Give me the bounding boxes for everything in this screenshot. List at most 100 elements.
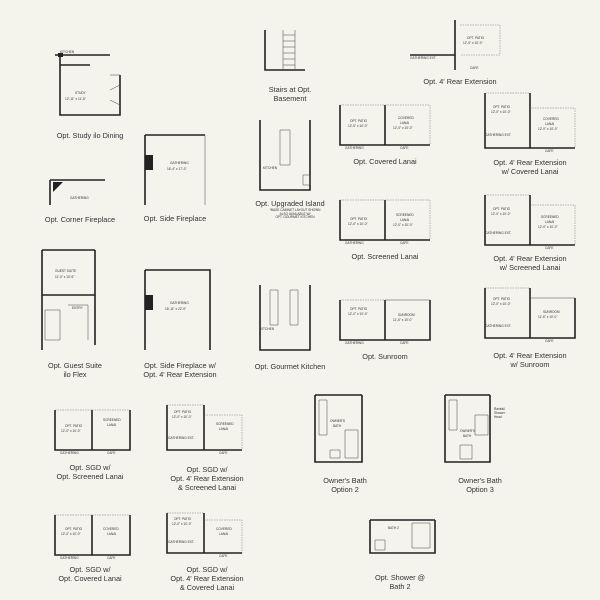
option-sgd-covered-lanai: OPT. PATIO 12'-0" x 10'-0" COVERED LANAI…	[35, 510, 145, 600]
cafe-label: CAFE	[219, 554, 228, 558]
option-shower-bath-2: BATH 2 Opt. Shower @Bath 2	[350, 515, 450, 600]
option-corner-fireplace: GATHERING Opt. Corner Fireplace	[45, 175, 115, 230]
patio-label: OPT. PATIO	[65, 424, 83, 428]
patio-dims: 12'-0" x 10'-0"	[172, 522, 192, 526]
caption: Opt. Gourmet Kitchen	[254, 362, 326, 371]
cafe-label: CAFE	[107, 556, 116, 560]
patio-dims: 12'-0" x 10'-0"	[348, 124, 368, 128]
lanai-type: SCREENED	[103, 418, 121, 422]
gathering-label: GATHERING EXT.	[168, 540, 195, 544]
option-rear-ext-sunroom: OPT. PATIO 12'-0" x 10'-0" SUNROOM 11'-6…	[475, 283, 585, 373]
caption: Opt. Sunroom	[362, 352, 408, 361]
caption: Opt. Side Fireplace	[143, 214, 207, 223]
patio-dims: 12'-0" x 10'-0"	[348, 222, 368, 226]
option-side-fireplace-rear-ext: GATHERING 16'-11" x 22'-0" Opt. Side Fir…	[130, 265, 230, 385]
option-sgd-rear-ext-covered-lanai: OPT. PATIO 12'-0" x 10'-0" COVERED LANAI…	[152, 508, 262, 598]
patio-label: OPT. PATIO	[493, 297, 511, 301]
patio-label: OPT. PATIO	[350, 307, 368, 311]
lanai-dims: 12'-0" x 10'-0"	[538, 225, 558, 229]
cafe-label: CAFE	[219, 451, 228, 455]
cafe-label: CAFE	[400, 341, 409, 345]
patio-label: OPT. PATIO	[174, 517, 192, 521]
patio-label: OPT. PATIO	[350, 119, 368, 123]
caption: Opt. Side Fireplace w/Opt. 4' Rear Exten…	[143, 361, 217, 379]
gathering-label: GATHERING EXT.	[168, 436, 195, 440]
gathering-label: GATHERING	[345, 241, 364, 245]
lanai-type: SCREENED	[396, 213, 414, 217]
option-gourmet-kitchen: KITCHEN Opt. Gourmet Kitchen	[250, 280, 330, 375]
patio-label: OPT. PATIO	[174, 410, 192, 414]
caption: Opt. Screened Lanai	[351, 252, 419, 261]
option-covered-lanai: OPT. PATIO 12'-0" x 10'-0" COVERED LANAI…	[330, 95, 440, 170]
lanai-label: LANAI	[219, 532, 229, 536]
option-rear-extension: OPT. PATIO 12'-0" x 10'-0" GATHERING EXT…	[405, 15, 515, 95]
study-label: STUDY	[75, 91, 86, 95]
lanai-type: COVERED	[543, 117, 559, 121]
guest-suite-dims: 11'-0" x 10'-6"	[55, 275, 75, 279]
caption: Stairs at Opt.Basement	[268, 85, 312, 103]
bath-label-1: OWNER'S	[330, 419, 345, 423]
rainfall-note-3: Head	[494, 415, 502, 419]
option-stairs-basement: Stairs at Opt.Basement	[255, 25, 325, 110]
kitchen-label: KITCHEN	[263, 166, 277, 170]
entry-label: ENTRY	[72, 306, 83, 310]
option-side-fireplace: GATHERING 16'-4" x 17'-0" Opt. Side Fire…	[135, 130, 215, 230]
rainfall-note-2: Shower	[494, 411, 505, 415]
option-owners-bath-3: OWNER'S BATH Rainfall Shower Head Owner'…	[430, 390, 530, 500]
lanai-type: SCREENED	[216, 422, 234, 426]
bath2-label: BATH 2	[388, 526, 399, 530]
gathering-label: GATHERING	[345, 146, 364, 150]
option-rear-ext-covered-lanai: OPT. PATIO 12'-0" x 10'-0" COVERED LANAI…	[475, 88, 585, 183]
lanai-label: LANAI	[545, 220, 555, 224]
lanai-type: COVERED	[216, 527, 232, 531]
patio-dims: 12'-0" x 10'-0"	[491, 302, 511, 306]
option-study-dining: KITCHEN STUDY 12'-11" x 11'-6" Opt. Stud…	[50, 45, 130, 140]
option-sunroom: OPT. PATIO 12'-0" x 10'-0" SUNROOM 11'-6…	[330, 290, 440, 365]
caption: Opt. Covered Lanai	[353, 157, 417, 166]
lanai-dims: 12'-0" x 10'-0"	[393, 223, 413, 227]
lanai-dims: 12'-0" x 10'-0"	[393, 126, 413, 130]
caption: Opt. Shower @Bath 2	[375, 573, 425, 591]
caption: Opt. SGD w/Opt. Covered Lanai	[58, 565, 122, 583]
patio-dims: 12'-0" x 10'-0"	[348, 312, 368, 316]
gathering-label: GATHERING EXT.	[485, 133, 512, 137]
guest-suite-label: GUEST SUITE	[55, 269, 77, 273]
option-sgd-rear-ext-screened-lanai: OPT. PATIO 12'-0" x 10'-0" SCREENED LANA…	[152, 395, 262, 500]
option-guest-suite-flex: GUEST SUITE 11'-0" x 10'-6" ENTRY Opt. G…	[30, 245, 120, 379]
gathering-label: GATHERING	[170, 161, 189, 165]
cafe-label: CAFE	[107, 451, 116, 455]
caption: Opt. Upgraded Island	[255, 199, 325, 208]
option-upgraded-island: KITCHEN Opt. Upgraded Island *BASE CABIN…	[235, 115, 345, 230]
gathering-dims: 16'-11" x 22'-0"	[165, 307, 187, 311]
caption: Opt. Corner Fireplace	[44, 215, 116, 224]
lanai-type: COVERED	[398, 116, 414, 120]
bath-label-1: OWNER'S	[460, 429, 475, 433]
bath-label-2: BATH	[333, 424, 342, 428]
kitchen-label: KITCHEN	[260, 327, 274, 331]
option-screened-lanai: OPT. PATIO 12'-0" x 10'-0" SCREENED LANA…	[330, 190, 440, 265]
gathering-dims: 16'-4" x 17'-0"	[167, 167, 187, 171]
cafe-label: CAFE	[400, 241, 409, 245]
lanai-label: LANAI	[219, 427, 229, 431]
caption: Opt. Study ilo Dining	[56, 131, 124, 140]
gathering-label: GATHERING EXT.	[410, 56, 437, 60]
patio-label: OPT. PATIO	[493, 207, 511, 211]
patio-dims: 12'-0" x 10'-0"	[61, 532, 81, 536]
patio-dims: 12'-0" x 10'-0"	[463, 41, 483, 45]
rainfall-note-1: Rainfall	[494, 407, 505, 411]
lanai-label: LANAI	[107, 532, 117, 536]
caption: Opt. SGD w/Opt. Screened Lanai	[56, 463, 124, 481]
lanai-label: LANAI	[107, 423, 117, 427]
gathering-label: GATHERING	[60, 556, 79, 560]
patio-label: OPT. PATIO	[467, 36, 485, 40]
patio-label: OPT. PATIO	[65, 527, 83, 531]
lanai-type: COVERED	[103, 527, 119, 531]
